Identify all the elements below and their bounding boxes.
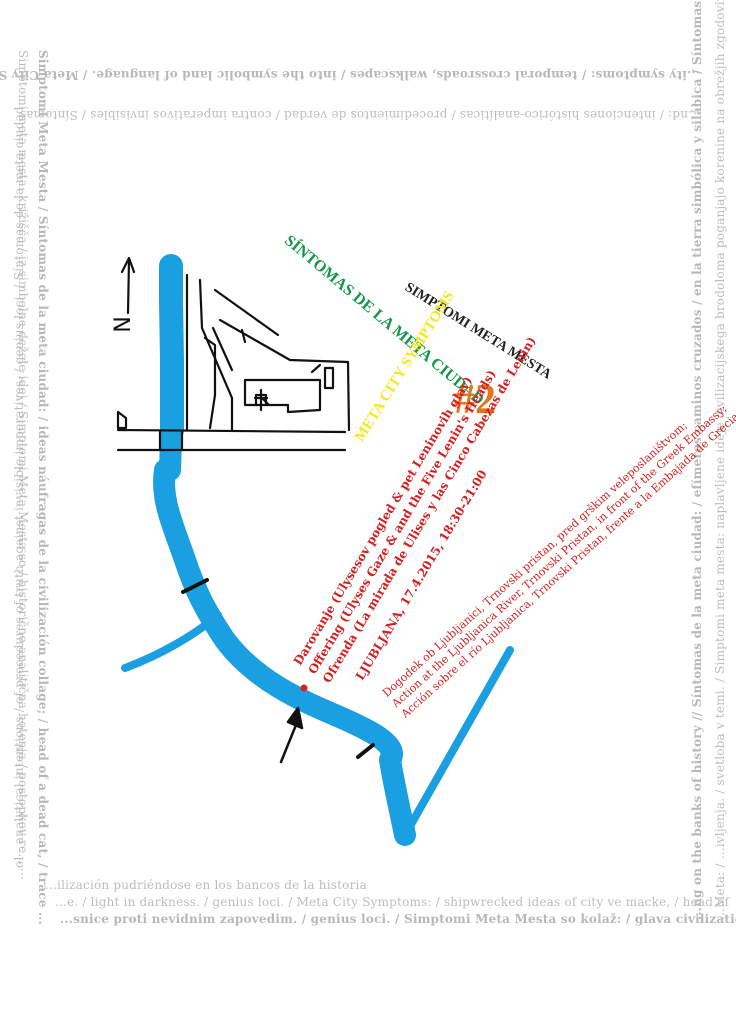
border-text-bottom-1: ...ilización pudriéndose en los bancos d… bbox=[45, 878, 367, 892]
border-text-bottom-3: ...snice proti nevidnim zapovedim. / gen… bbox=[60, 912, 736, 926]
title-number: #2 bbox=[454, 377, 496, 423]
streets bbox=[116, 273, 351, 452]
bridges bbox=[181, 578, 375, 759]
river bbox=[121, 254, 514, 846]
north-arrow-icon bbox=[120, 256, 136, 315]
north-label: N bbox=[107, 316, 133, 333]
event-location-marker bbox=[300, 684, 308, 692]
location-arrow-icon bbox=[279, 706, 304, 764]
river-head bbox=[160, 258, 182, 278]
border-text-bottom-2: ...e. / light in darkness. / genius loci… bbox=[55, 895, 730, 909]
